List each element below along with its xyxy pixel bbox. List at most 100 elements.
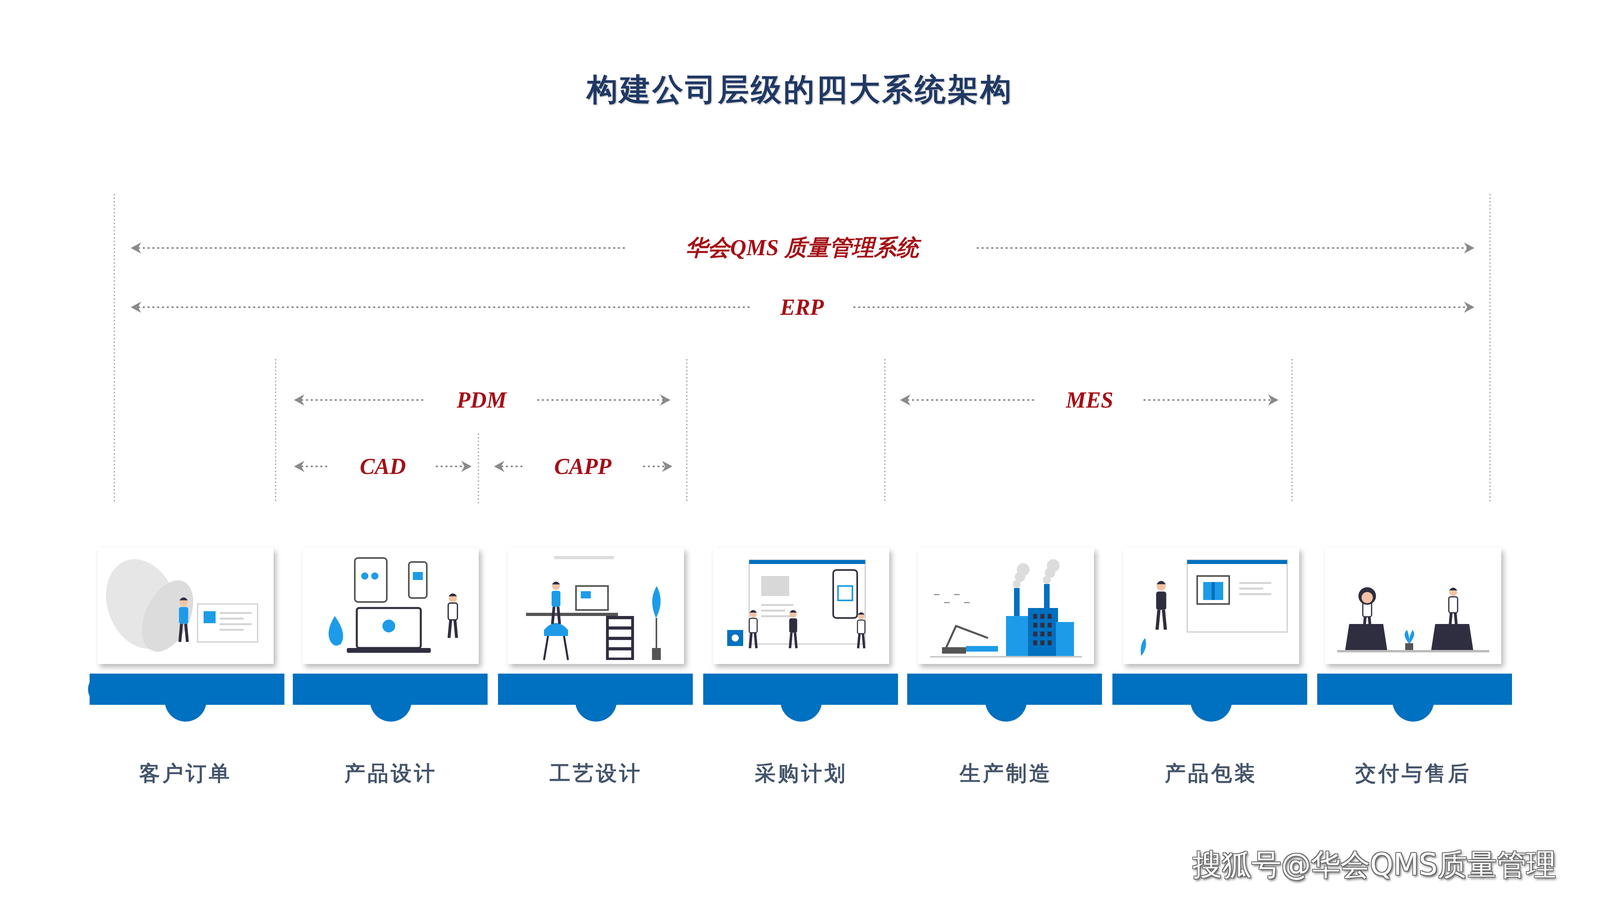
illustration-shape [1211,582,1215,600]
illustration-shape [1033,640,1038,646]
card-illustration [1140,560,1288,656]
stage-node: 客户订单 [139,759,232,788]
boundary-line [1291,359,1293,504]
illustration-shape [1157,610,1160,630]
illustration-shape [1156,580,1166,584]
arrow-head [294,460,305,472]
illustration-shape [558,606,560,624]
text-line [219,612,252,614]
illustration-shape [750,632,752,649]
illustration-shape [328,616,344,646]
illustration-shape [448,603,458,620]
boundary-line [1489,194,1491,504]
illustration-shape [576,586,608,610]
arrow-head [294,394,305,406]
timeline-segment [498,673,693,705]
illustration-shape [178,607,188,624]
illustration-shape [727,630,744,646]
stage-illustrations [94,548,1502,664]
stage-card [94,548,274,664]
stage-label: 工艺设计 [549,759,643,788]
illustration-shape [1449,588,1458,596]
illustration-shape [526,612,618,616]
illustration-shape [790,632,792,649]
illustration-shape [789,610,797,613]
stage-card [302,548,479,664]
boundary-line [114,194,116,504]
text-line [761,604,794,606]
illustration-shape [608,619,632,627]
illustration-shape [1047,640,1052,646]
illustration-shape [1047,614,1052,619]
illustration-shape [655,618,658,648]
illustration-shape [448,593,458,596]
timeline-end [88,673,136,705]
illustration-shape [608,650,632,658]
stage-node: 产品包装 [1164,759,1258,788]
system-label: ERP [778,294,827,320]
illustration-shape [749,610,757,613]
stage-node: 采购计划 [754,759,848,788]
system-label-box: CAD [357,453,408,480]
illustration-shape [1040,614,1045,619]
text-line [761,609,786,612]
arrow-head [900,394,911,406]
illustration-shape [749,618,758,633]
illustration-shape [580,591,591,599]
timeline-end [1472,673,1512,705]
stage-label: 产品包装 [1164,759,1258,788]
span-line [976,247,1472,249]
stage-label: 交付与售后 [1355,759,1472,788]
illustration-shape [1033,631,1038,637]
timeline-segment [703,673,898,705]
illustration-shape [1140,638,1146,656]
system-label-box: PDM [454,387,509,413]
illustration-shape [1163,610,1166,630]
illustration-shape [1040,631,1045,637]
timeline-segment [292,673,488,705]
title-box: 构建公司层级的四大系统架构 [586,69,1014,111]
span-line [537,399,668,401]
card-illustration [1337,587,1490,653]
timeline-bar [88,673,1512,722]
person-figure [789,610,798,648]
illustration-shape [371,572,379,580]
illustration-shape [1361,592,1373,604]
illustration-shape [449,620,451,638]
illustration-shape [964,602,970,604]
illustration-shape [1016,563,1030,576]
illustration-shape [966,646,998,652]
illustration-shape [382,619,396,633]
illustration-shape [838,586,853,601]
illustration-shape [1448,596,1458,613]
arrow-head [494,460,505,472]
text-line [1239,582,1272,584]
person-figure [749,610,758,648]
illustration-shape [858,612,865,615]
illustration-shape [789,610,797,618]
system-label: MES [1063,387,1116,413]
card-frame [918,548,1094,664]
card-frame [1123,548,1300,664]
boundary-lines [114,194,1490,504]
arrow-head [1464,301,1475,313]
system-label-box: CAPP [551,453,614,480]
card-frame [302,548,479,664]
span-arrows [130,242,1475,472]
illustration-shape [1040,622,1045,628]
system-label-box: 华会QMS 质量管理系统 [682,232,921,264]
illustration-shape [946,626,988,648]
span-line [133,306,751,308]
timeline-segment [1112,673,1308,705]
stage-card [1325,548,1502,664]
text-line [219,617,244,620]
arrow-head [1268,394,1279,406]
watermark-box: 搜狐号@华会QMS质量管理 [1192,845,1556,886]
stage-node: 产品设计 [344,759,438,788]
boundary-line [686,359,688,504]
system-label-box: MES [1063,387,1116,413]
arrow-head [660,394,671,406]
card-frame [713,548,890,664]
system-label: CAPP [551,453,614,480]
illustration-shape [544,636,548,660]
